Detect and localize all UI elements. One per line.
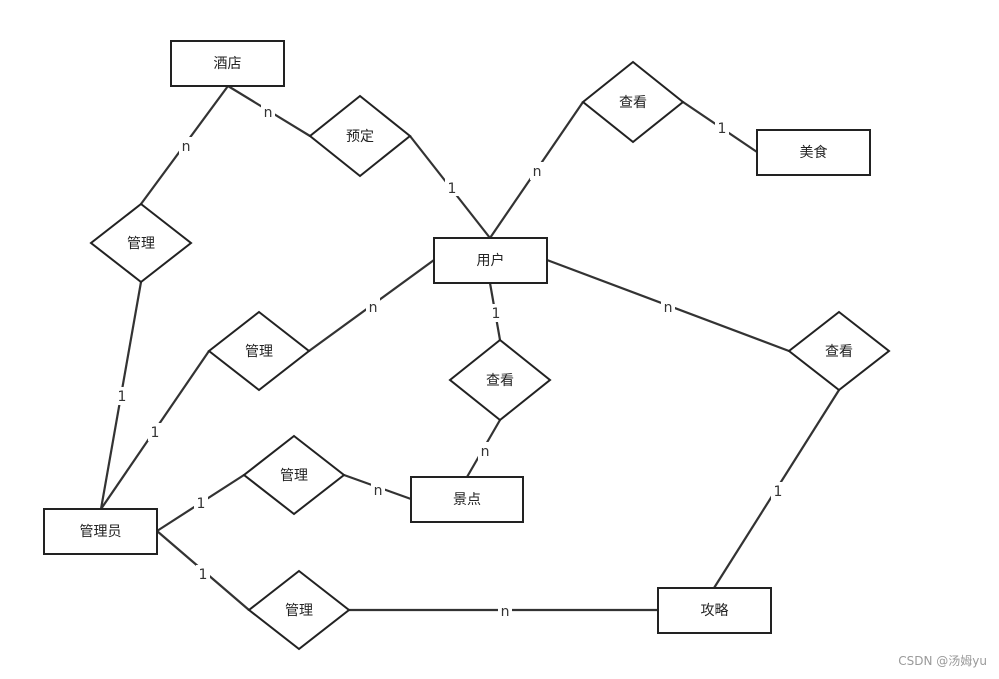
entity-guide: 攻略 xyxy=(657,587,772,634)
relation-book-label: 预定 xyxy=(346,129,374,145)
entity-attraction-label: 景点 xyxy=(453,492,481,508)
relation-view-guide: 查看 xyxy=(787,310,891,392)
relations: 预定 查看 管理 管理 查看 查看 管理 管理 xyxy=(89,60,891,651)
entities: 酒店 用户 美食 管理员 景点 攻略 xyxy=(43,40,871,634)
card-manageattr-attr: n xyxy=(374,483,383,499)
card-user-viewfood: n xyxy=(533,164,542,180)
card-book-user: 1 xyxy=(448,181,457,197)
relation-book: 预定 xyxy=(308,94,412,178)
relation-manage-attraction: 管理 xyxy=(242,434,346,516)
card-admin-manageguide: 1 xyxy=(199,567,208,583)
card-hotel-book: n xyxy=(264,105,273,121)
relation-manage-guide: 管理 xyxy=(247,569,351,651)
card-admin-manageattr: 1 xyxy=(197,496,206,512)
card-viewguide-guide: 1 xyxy=(774,484,783,500)
relation-view-guide-label: 查看 xyxy=(825,344,853,360)
card-manage-admin-2: 1 xyxy=(151,425,160,441)
card-hotel-manage: n xyxy=(182,139,191,155)
entity-hotel: 酒店 xyxy=(170,40,285,87)
relation-manage-user: 管理 xyxy=(207,310,311,392)
card-manage-admin-1: 1 xyxy=(118,389,127,405)
entity-attraction: 景点 xyxy=(410,476,524,523)
relation-view-food: 查看 xyxy=(581,60,685,144)
entity-food-label: 美食 xyxy=(800,144,828,161)
entity-admin-label: 管理员 xyxy=(80,524,122,540)
card-user-manage: n xyxy=(369,300,378,316)
card-viewattr-attr: n xyxy=(481,444,490,460)
relation-manage-hotel: 管理 xyxy=(89,202,193,284)
entity-user-label: 用户 xyxy=(477,252,505,269)
card-manageguide-guide: n xyxy=(501,604,510,620)
entity-user: 用户 xyxy=(433,237,548,284)
card-user-viewattr: 1 xyxy=(492,306,501,322)
watermark: CSDN @汤姆yu xyxy=(898,654,987,668)
card-viewfood-food: 1 xyxy=(718,121,727,137)
entity-admin: 管理员 xyxy=(43,508,158,555)
cardinality-labels: n 1 n 1 n 1 n 1 1 n n 1 1 n 1 n xyxy=(115,102,785,620)
relation-view-attraction: 查看 xyxy=(448,338,552,422)
card-user-viewguide: n xyxy=(664,300,673,316)
relation-manage-attraction-label: 管理 xyxy=(280,468,308,484)
relation-manage-guide-label: 管理 xyxy=(285,603,313,619)
relation-view-food-label: 查看 xyxy=(619,95,647,111)
entity-guide-label: 攻略 xyxy=(701,603,729,619)
relation-manage-user-label: 管理 xyxy=(245,344,273,360)
entity-hotel-label: 酒店 xyxy=(214,56,242,72)
relation-manage-hotel-label: 管理 xyxy=(127,236,155,252)
relation-view-attraction-label: 查看 xyxy=(486,373,514,389)
entity-food: 美食 xyxy=(756,129,871,176)
